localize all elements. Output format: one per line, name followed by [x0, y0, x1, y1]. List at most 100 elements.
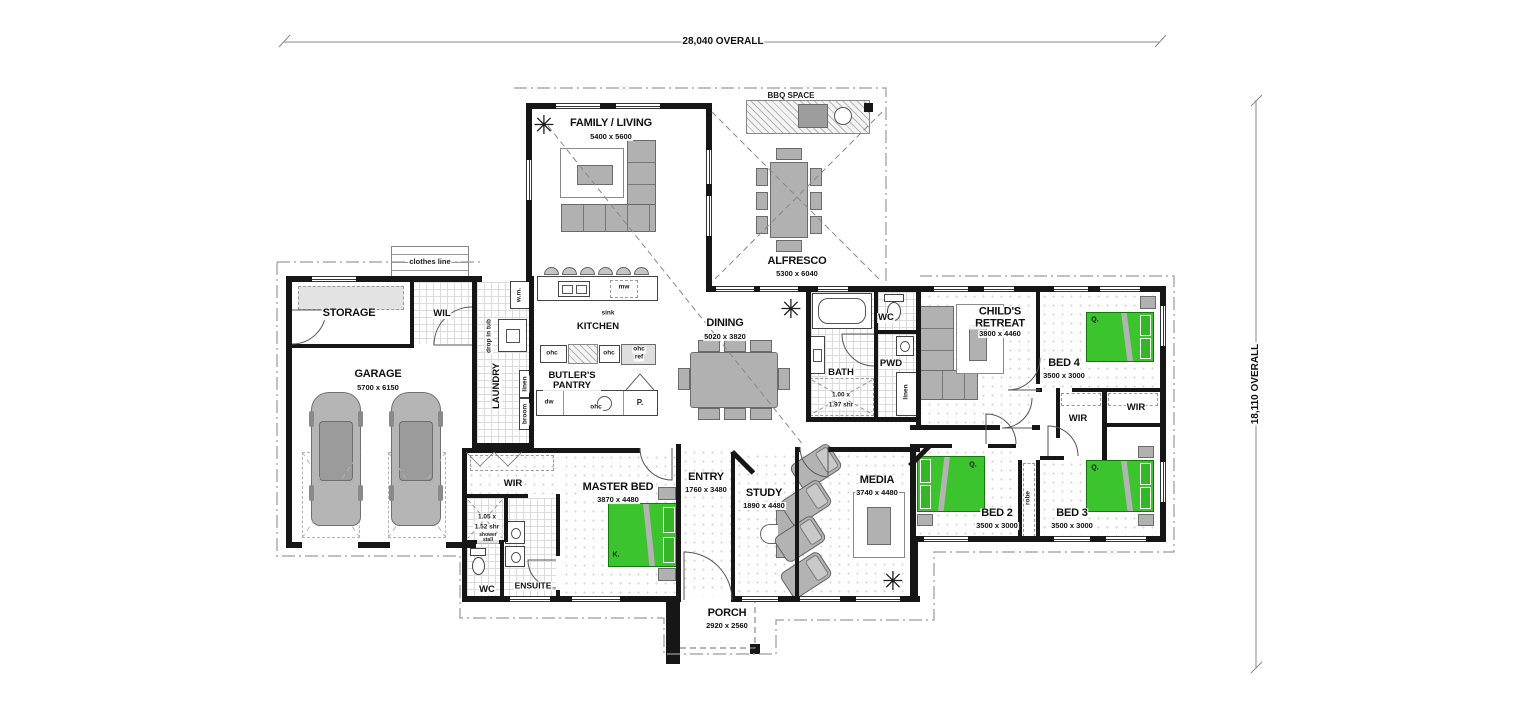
window [856, 596, 900, 602]
ensuite-wc-toilet [472, 557, 485, 575]
room-label-media: MEDIA [858, 474, 896, 487]
alfresco-chair [810, 216, 822, 234]
room-dims-porch: 2920 x 2560 [705, 621, 749, 631]
wall [828, 447, 920, 452]
room-dims-alfresco: 5300 x 6040 [775, 269, 819, 279]
wall [795, 447, 800, 452]
room-label-bed4: BED 4 [1047, 357, 1081, 370]
window [760, 286, 798, 292]
room-label-dining: DINING [705, 317, 745, 330]
dining-chair [698, 340, 720, 352]
fixture-clothes-line: clothes line [408, 257, 452, 267]
room-label-entry: ENTRY [687, 471, 725, 484]
bed2-size-queen: Q. [969, 461, 977, 469]
car-cabin [399, 421, 433, 481]
wall [916, 444, 952, 448]
room-label-alfresco: ALFRESCO [766, 255, 828, 268]
stool [580, 267, 595, 275]
family-sofa-horizontal [561, 204, 656, 232]
window [706, 150, 712, 184]
wall [358, 542, 390, 548]
window [1160, 462, 1166, 502]
dining-chair [724, 340, 746, 352]
dining-chair [724, 408, 746, 420]
pwd-basin [896, 336, 914, 356]
media-tv [867, 507, 891, 545]
entry-floor [681, 448, 731, 596]
laundry-tub [498, 319, 527, 352]
wall [806, 417, 878, 422]
fixture-shower-bath-2: 1.97 shr [827, 401, 855, 410]
window [984, 286, 1014, 292]
window [934, 286, 968, 292]
room-label-garage: GARAGE [353, 368, 403, 381]
room-label-childs-retreat: CHILD'S RETREAT [965, 306, 1035, 330]
master-bed-size-king: K. [612, 551, 620, 559]
window [1054, 536, 1090, 542]
stool [598, 267, 613, 275]
room-dims-childs-retreat: 3800 x 4460 [978, 329, 1022, 339]
room-label-ensuite: ENSUITE [513, 580, 553, 591]
window [510, 596, 550, 602]
window [706, 196, 712, 236]
family-rug [560, 148, 624, 198]
room-label-porch: PORCH [706, 607, 748, 620]
wall [910, 536, 918, 602]
bathtub [812, 293, 872, 329]
wall [462, 596, 680, 602]
stool [562, 267, 577, 275]
wall [462, 448, 467, 602]
dining-chair [750, 340, 772, 352]
stool [616, 267, 631, 275]
retreat-sofa-vertical [920, 306, 954, 372]
bed3-size-queen: Q. [1091, 464, 1099, 472]
room-dims-family-living: 5400 x 5600 [589, 132, 633, 142]
alfresco-chair [756, 192, 768, 210]
room-label-butlers-pantry: BUTLER'S PANTRY [543, 371, 601, 391]
porch-post [750, 644, 760, 654]
wall [1056, 388, 1060, 438]
wall [916, 290, 921, 430]
alfresco-chair [756, 168, 768, 186]
window [924, 536, 968, 542]
wall [1036, 460, 1040, 540]
stool [634, 267, 649, 275]
wir-master-rail [470, 455, 554, 471]
room-label-ensuite-wc: WC [478, 584, 496, 596]
overall-height-dimension: 18,110 OVERALL [1249, 342, 1262, 426]
room-label-wc: WC [877, 312, 895, 324]
window [1160, 306, 1166, 346]
wall [290, 344, 414, 348]
room-dims-bed4: 3500 x 3000 [1042, 371, 1086, 381]
room-label-bbq-space: BBQ SPACE [766, 90, 816, 101]
room-label-kitchen: KITCHEN [575, 321, 621, 333]
car-cabin [319, 421, 353, 481]
room-label-bed2: BED 2 [980, 507, 1014, 520]
window [800, 596, 840, 602]
fixture-ref: ref [633, 353, 645, 362]
wall [462, 448, 640, 453]
wall [1036, 388, 1042, 392]
wall [410, 282, 414, 344]
dining-chair [750, 408, 772, 420]
car [389, 392, 443, 526]
alfresco-chair [810, 192, 822, 210]
wall [874, 417, 921, 422]
window [1106, 536, 1146, 542]
fixture-ohc-mid: ohc [602, 349, 616, 358]
room-dims-dining: 5020 x 3820 [703, 332, 747, 342]
fixture-microwave: mw [617, 283, 631, 292]
window [716, 286, 754, 292]
dining-chair [698, 408, 720, 420]
master-side-table [658, 487, 676, 500]
window [572, 596, 620, 602]
wall [286, 276, 292, 548]
window [818, 286, 848, 292]
fixture-ohc-ref-top: ohc [632, 345, 646, 354]
wall [500, 542, 504, 600]
room-label-family-living: FAMILY / LIVING [569, 117, 653, 130]
kitchen-island [537, 276, 658, 301]
alfresco-post [864, 103, 873, 112]
wir-hall-rail [1061, 393, 1101, 406]
